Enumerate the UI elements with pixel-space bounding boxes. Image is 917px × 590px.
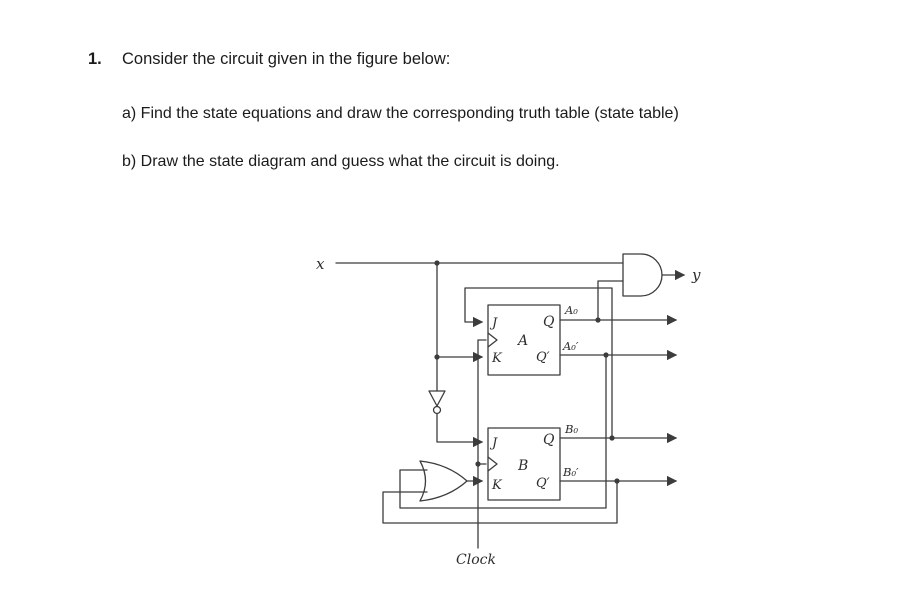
ffa-k-label: K (491, 351, 503, 366)
wire-a0-prime-label: A₀′ (562, 339, 579, 353)
not-gate-bubble-icon (432, 405, 442, 415)
wire-a0p-to-or (399, 354, 607, 509)
part-a-text: a) Find the state equations and draw the… (122, 105, 679, 122)
ffa-j-label: J (489, 316, 498, 331)
and-gate-icon (622, 253, 663, 297)
ffb-k-label: K (491, 478, 503, 493)
junction-dot (603, 352, 609, 358)
ffa-name-label: A (516, 333, 528, 349)
ffb-name-label: B (517, 458, 528, 474)
clock-label: Clock (456, 552, 496, 568)
junction-dot (595, 317, 601, 323)
part-b-text: b) Draw the state diagram and guess what… (122, 153, 560, 170)
junction-dots (434, 260, 620, 484)
ffa-q-label: Q (543, 314, 555, 330)
ffb-qprime-label: Q′ (536, 476, 550, 491)
junction-dot (434, 354, 440, 360)
output-y-label: y (691, 266, 701, 284)
wire-b0-prime-label: B₀′ (562, 465, 579, 479)
wire-a0-label: A₀ (564, 303, 578, 317)
problem-statement: Consider the circuit given in the figure… (122, 50, 451, 68)
not-gate-icon (428, 390, 446, 407)
wire-clock (477, 339, 487, 549)
wire-b0-label: B₀ (564, 422, 578, 436)
junction-dot (434, 260, 440, 266)
flip-flop-a-box (487, 304, 561, 376)
circuit-labels: x y Clock J K A Q Q′ A₀ A₀′ J K B Q Q′ B… (316, 255, 701, 568)
flip-flop-b-box (487, 427, 561, 501)
ffb-q-label: Q (543, 432, 555, 448)
clock-wedge-b-icon (487, 456, 498, 472)
problem-number: 1. (88, 50, 102, 68)
wire-a0-to-and (597, 280, 624, 321)
wire-b0p-to-or (382, 480, 618, 524)
wire-jb-input (436, 413, 484, 448)
wire-ja-feedback (464, 287, 613, 439)
clock-wedge-a-icon (487, 332, 498, 348)
input-x-label: x (316, 255, 325, 273)
junction-dot (609, 435, 615, 441)
junction-dot (614, 478, 620, 484)
problem-header: 1. Consider the circuit given in the figu… (88, 50, 450, 69)
ffa-qprime-label: Q′ (536, 350, 550, 365)
or-gate-icon (419, 460, 468, 502)
junction-dot (475, 461, 481, 467)
circuit-wires (335, 253, 686, 549)
ffb-j-label: J (489, 436, 498, 451)
